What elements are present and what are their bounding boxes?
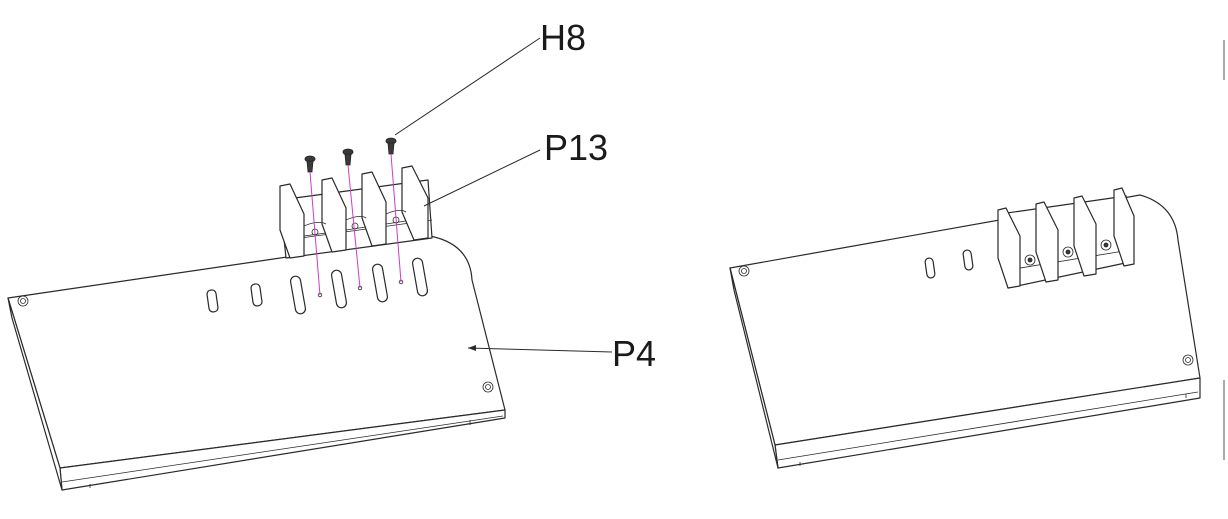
base-plate-exploded bbox=[7, 235, 506, 491]
exploded-view: H8 P13 P4 bbox=[7, 17, 656, 491]
assembled-view bbox=[729, 40, 1225, 469]
screw-2 bbox=[342, 148, 354, 166]
leader-p13 bbox=[423, 149, 541, 207]
leader-h8 bbox=[394, 37, 541, 136]
screw-1 bbox=[304, 155, 316, 173]
assembly-guide-lines bbox=[309, 153, 402, 296]
label-p4: P4 bbox=[612, 333, 656, 374]
label-h8: H8 bbox=[540, 17, 586, 58]
screw-3 bbox=[385, 137, 397, 155]
leader-p4 bbox=[467, 347, 613, 353]
label-p13: P13 bbox=[544, 127, 608, 168]
screws-exploded bbox=[304, 137, 397, 173]
terminal-block-exploded bbox=[279, 165, 433, 259]
terminal-block-assembled bbox=[997, 187, 1135, 289]
arrow-p4 bbox=[468, 345, 476, 351]
